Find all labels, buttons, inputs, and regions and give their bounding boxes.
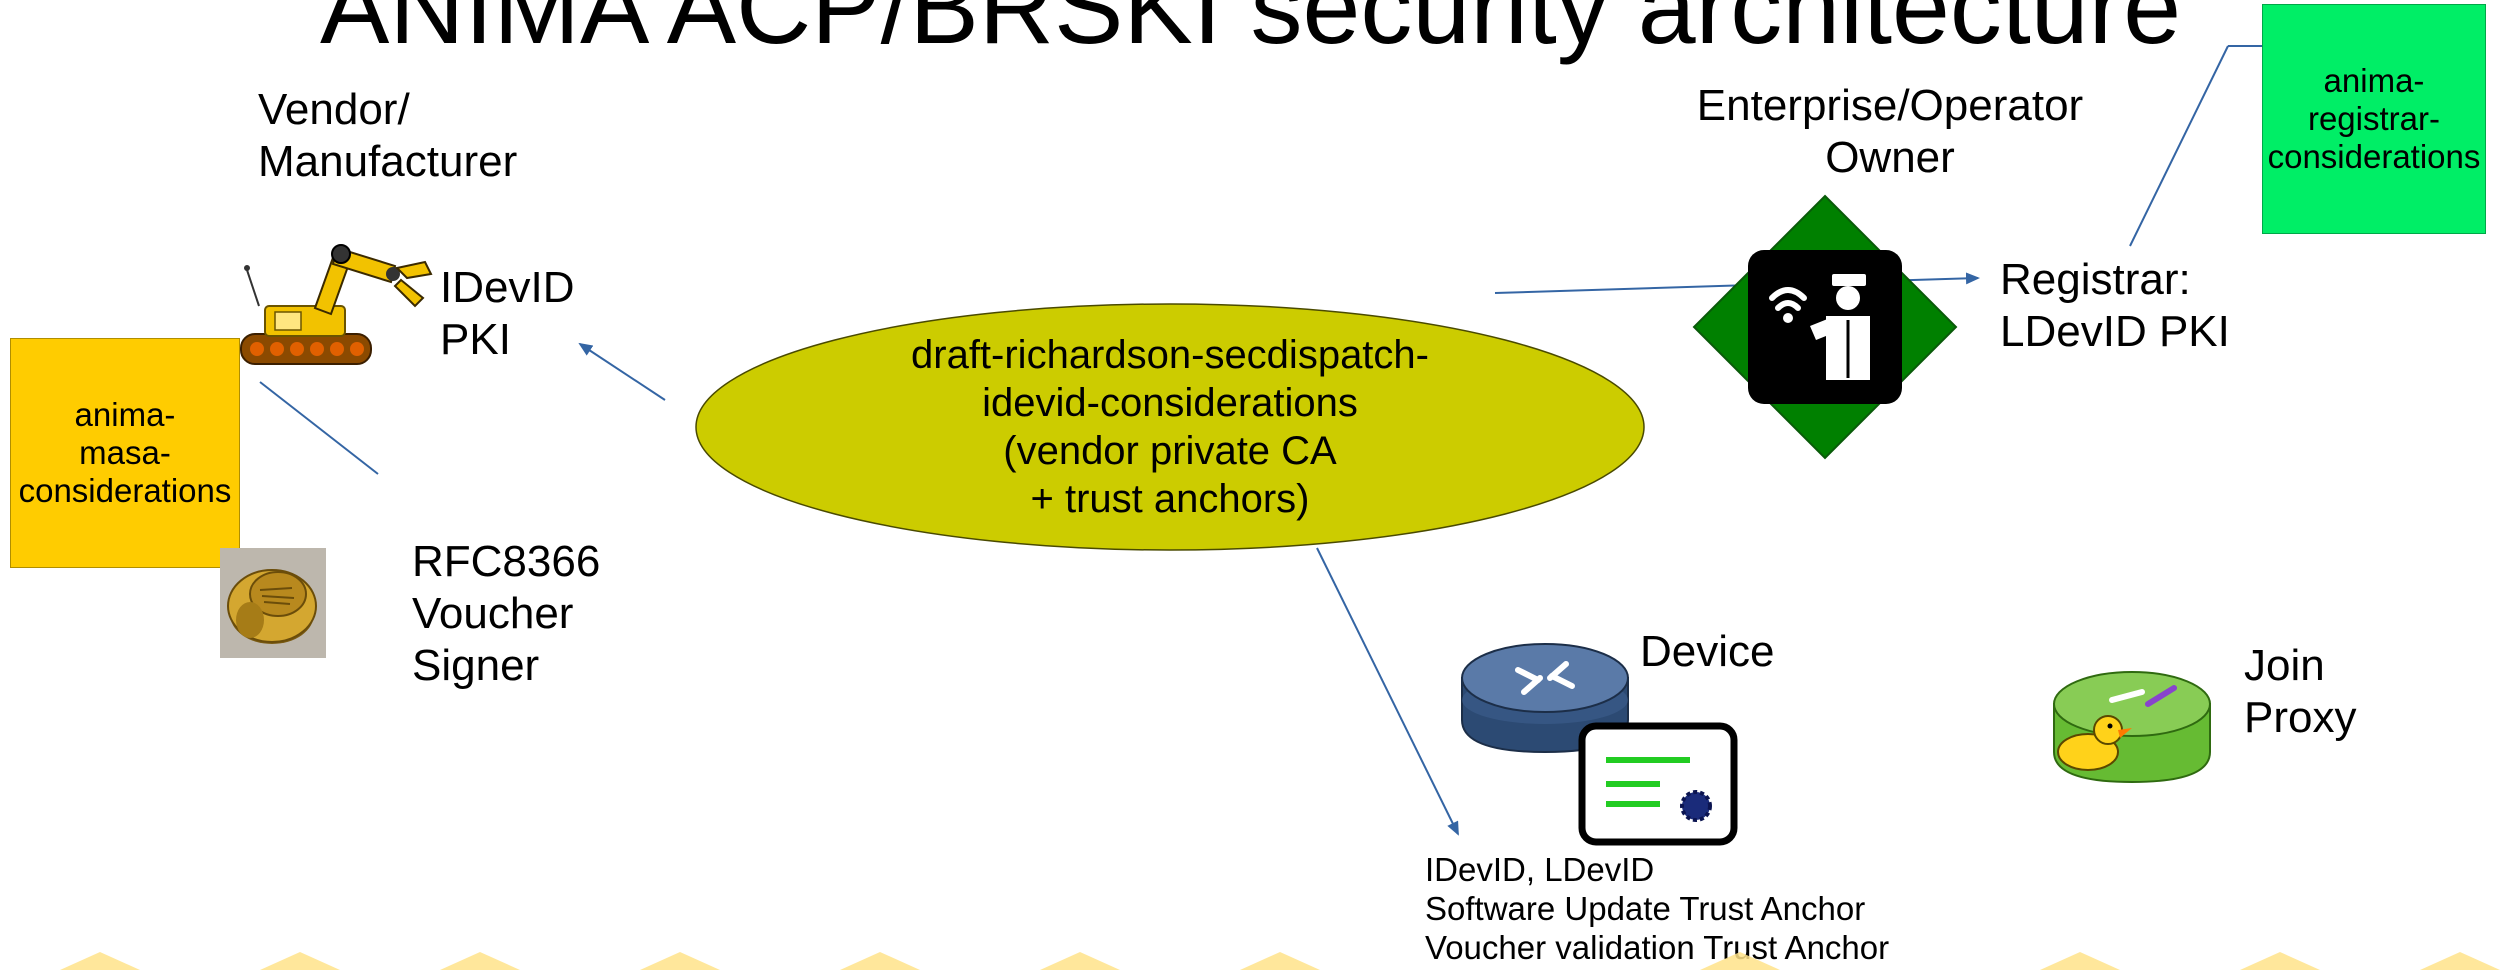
idevid-pki-label: IDevID PKI — [440, 262, 574, 366]
masa-considerations-box: anima- masa- considerations — [10, 338, 240, 568]
security-guard-icon — [1748, 250, 1902, 404]
masa-connector-line — [259, 381, 379, 475]
voucher-signer-line-1: RFC8366 — [412, 537, 601, 586]
slide-title: ANIMA ACP/BRSKI security architecture — [320, 0, 2182, 66]
join-proxy-label: Join Proxy — [2244, 640, 2356, 744]
voucher-signer-line-2: Voucher — [412, 589, 574, 638]
registrar-connector-line — [2129, 45, 2229, 247]
signet-ring-icon — [220, 548, 326, 658]
operator-label: Enterprise/Operator Owner — [1695, 80, 2085, 184]
device-label: Device — [1640, 627, 1775, 676]
device-contents-item: Software Update Trust Anchor — [1425, 890, 1866, 927]
device-contents-item: Voucher validation Trust Anchor — [1425, 929, 1890, 966]
footer-ornament — [60, 952, 2500, 970]
join-proxy-line-2: Proxy — [2244, 693, 2357, 742]
registrar-diamond — [1692, 194, 1958, 460]
idevid-considerations-ellipse — [695, 303, 1645, 551]
idevid-pki-line-2: PKI — [440, 315, 511, 364]
registrar-label-line-2: LDevID PKI — [2000, 307, 2230, 356]
registrar-label-line-1: Registrar: — [2000, 255, 2191, 304]
arrow-to-idevid-pki — [578, 342, 666, 401]
registrar-label: Registrar: LDevID PKI — [2000, 254, 2230, 358]
certificate-icon — [1578, 722, 1738, 846]
operator-label-line-1: Enterprise/Operator — [1696, 81, 2084, 130]
device-contents-item: IDevID, LDevID — [1425, 851, 1655, 888]
voucher-signer-line-3: Signer — [412, 641, 540, 690]
robot-arm-icon — [240, 244, 433, 365]
device-contents-list: IDevID, LDevID Software Update Trust Anc… — [1425, 850, 1889, 967]
vendor-label-line-2: Manufacturer — [258, 137, 518, 186]
voucher-signer-label: RFC8366 Voucher Signer — [412, 536, 600, 692]
join-proxy-line-1: Join — [2244, 641, 2325, 690]
operator-label-line-2: Owner — [1825, 133, 1955, 182]
idevid-considerations-text: draft-richardson-secdispatch- idevid-con… — [911, 333, 1429, 521]
vendor-label-line-1: Vendor/ — [258, 85, 410, 134]
arrow-to-device-contents — [1316, 547, 1459, 836]
vendor-label: Vendor/ Manufacturer — [258, 84, 517, 188]
registrar-considerations-box: anima- registrar- considerations — [2262, 4, 2486, 234]
idevid-pki-line-1: IDevID — [440, 263, 575, 312]
duck-router-icon — [2053, 671, 2211, 784]
